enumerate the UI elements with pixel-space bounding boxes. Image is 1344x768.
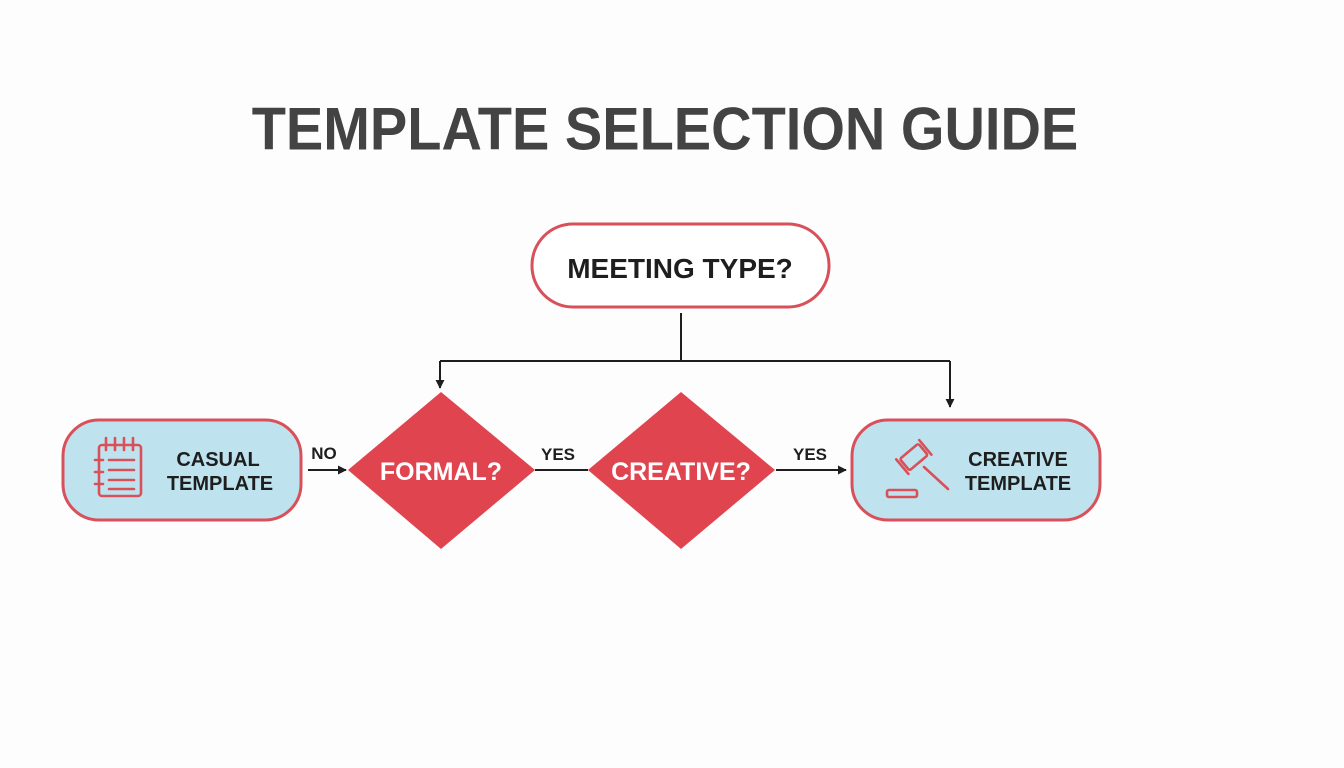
- decision-formal: FORMAL?: [348, 392, 535, 549]
- page-title: TEMPLATE SELECTION GUIDE: [251, 94, 1079, 163]
- gavel-icon: [885, 438, 950, 499]
- edge-label-no: NO: [311, 444, 337, 463]
- edge-label-yes-formal: YES: [541, 445, 575, 464]
- start-node: MEETING TYPE?: [530, 222, 831, 309]
- start-node-label: MEETING TYPE?: [567, 253, 793, 284]
- decision-creative: CREATIVE?: [588, 392, 775, 549]
- decision-creative-label: CREATIVE?: [611, 458, 751, 486]
- casual-template-label-line1: CASUAL: [176, 449, 259, 471]
- creative-template-label-line1: CREATIVE: [968, 449, 1068, 471]
- notepad-icon: [93, 436, 143, 498]
- casual-template-label-line2: TEMPLATE: [167, 473, 273, 495]
- casual-template-node: CASUAL TEMPLATE: [61, 418, 303, 522]
- creative-template-label-line2: TEMPLATE: [965, 473, 1071, 495]
- creative-template-node: CREATIVE TEMPLATE: [850, 418, 1102, 522]
- edge-label-yes-creative: YES: [793, 445, 827, 464]
- connector-split: [435, 313, 955, 408]
- decision-formal-label: FORMAL?: [380, 458, 502, 486]
